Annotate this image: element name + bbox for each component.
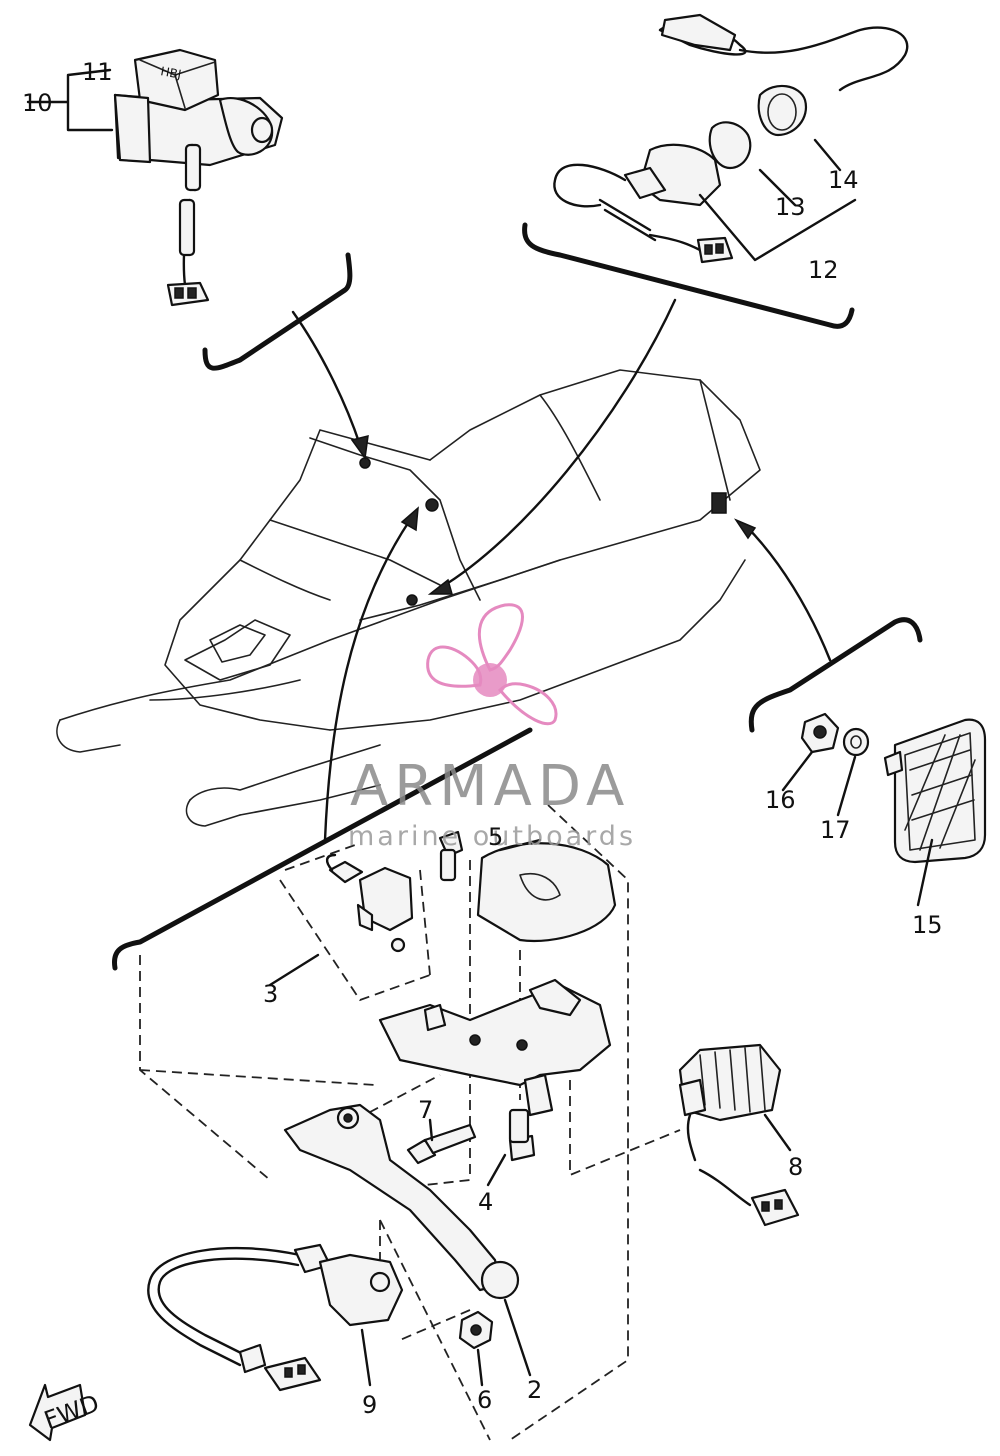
- snowmobile-body: [56, 369, 761, 827]
- callout-labels: 2 3 4 5 6 7 8 9 10 11 12 13 14 15 16 17: [22, 58, 943, 1419]
- propeller-logo-icon: [426, 603, 558, 726]
- bracket-upper-right: [427, 222, 855, 595]
- watermark-subtitle: marine outboards: [348, 821, 636, 852]
- callout-9: 9: [362, 1391, 377, 1419]
- callout-4: 4: [478, 1188, 493, 1216]
- callout-17: 17: [820, 816, 851, 844]
- callout-6: 6: [477, 1386, 492, 1414]
- svg-text:HBJ: HBJ: [159, 64, 182, 81]
- callout-3: 3: [263, 980, 278, 1008]
- callout-13: 13: [775, 193, 806, 221]
- callout-8: 8: [788, 1153, 803, 1181]
- callout-12: 12: [808, 256, 839, 284]
- bracket-lower: [111, 506, 533, 971]
- bracket-upper-left: [202, 252, 369, 460]
- callout-5: 5: [488, 823, 503, 851]
- fwd-direction-arrow: FWD: [28, 1383, 103, 1442]
- relay-assembly: HBJ: [26, 48, 284, 307]
- reflector-assembly: [781, 712, 987, 907]
- lever-assembly: [139, 804, 800, 1441]
- callout-16: 16: [765, 786, 796, 814]
- main-switch-assembly: [553, 13, 909, 264]
- callout-2: 2: [527, 1376, 542, 1404]
- armada-watermark: ARMADA marine outboards: [348, 603, 636, 852]
- callout-14: 14: [828, 166, 859, 194]
- callout-15: 15: [912, 911, 943, 939]
- callout-7: 7: [418, 1096, 433, 1124]
- watermark-title: ARMADA: [350, 754, 630, 819]
- callout-10: 10: [22, 89, 53, 117]
- callout-11: 11: [82, 58, 113, 86]
- bracket-right: [733, 518, 923, 733]
